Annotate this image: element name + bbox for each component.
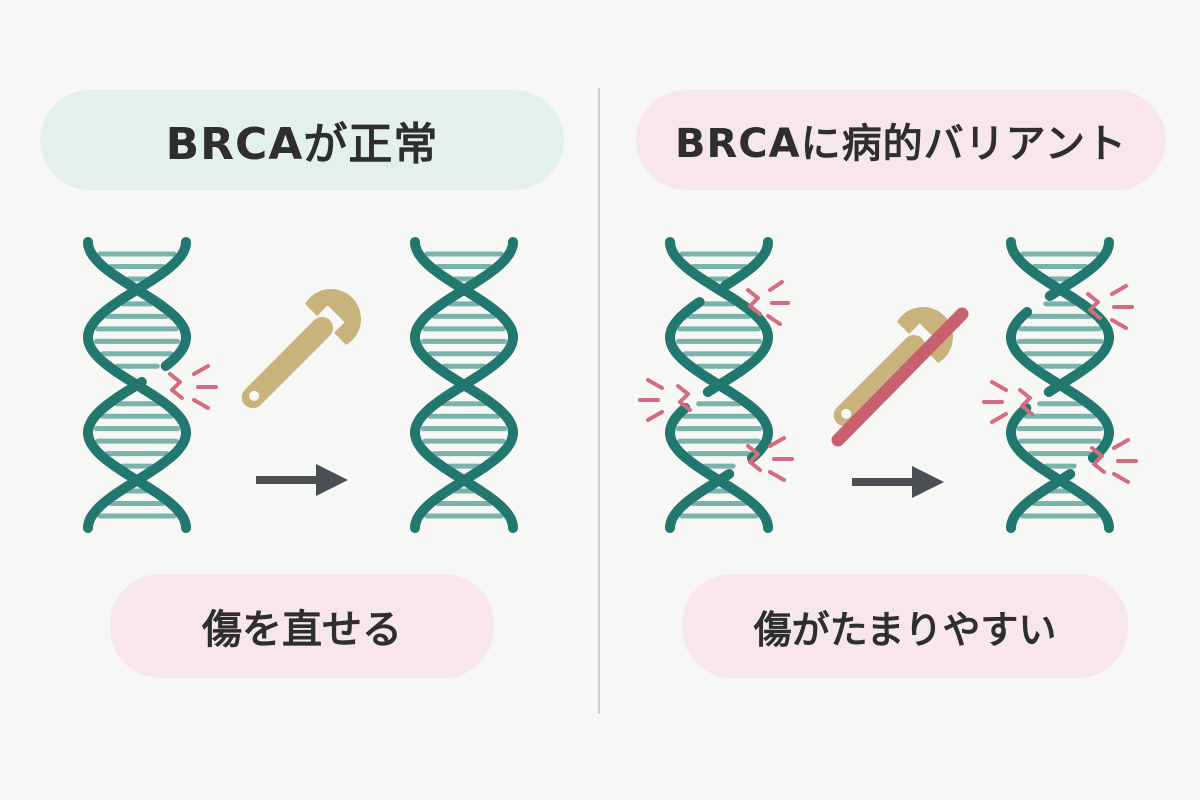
dna-icon (83, 237, 191, 533)
arrow-right-icon (256, 464, 348, 496)
damage-spark-icon (982, 380, 1034, 424)
variant-brca-panel: BRCAに病的バリアント (600, 0, 1200, 800)
normal-brca-illustration (83, 237, 518, 533)
center-divider (598, 88, 600, 714)
wrench-icon (833, 306, 954, 427)
damage-spark-icon (1090, 438, 1138, 484)
damage-spark-icon (746, 436, 794, 482)
damage-spark-icon (638, 378, 692, 422)
damage-spark-icon (168, 364, 218, 410)
panel-title: BRCAが正常 (40, 90, 564, 190)
normal-brca-panel: BRCAが正常 傷を直せる (40, 90, 564, 678)
dna-strand (410, 237, 518, 533)
variant-brca-illustration (638, 237, 1138, 533)
panel-caption: 傷を直せる (110, 574, 494, 678)
panel-caption: 傷がたまりやすい (682, 574, 1128, 678)
dna-strand (1006, 237, 1114, 533)
dna-icon (1006, 237, 1114, 533)
wrench-icon (241, 288, 362, 409)
dna-icon (410, 237, 518, 533)
damage-spark-icon (1086, 284, 1134, 330)
dna-strand (83, 237, 191, 533)
damaged-dna-icon (83, 237, 191, 533)
dna-strand (665, 237, 773, 533)
cross-out-line (831, 307, 969, 447)
arrow-right-icon (852, 466, 944, 498)
panel-title: BRCAに病的バリアント (636, 90, 1166, 190)
dna-icon (665, 237, 773, 533)
damage-spark-icon (746, 280, 790, 326)
